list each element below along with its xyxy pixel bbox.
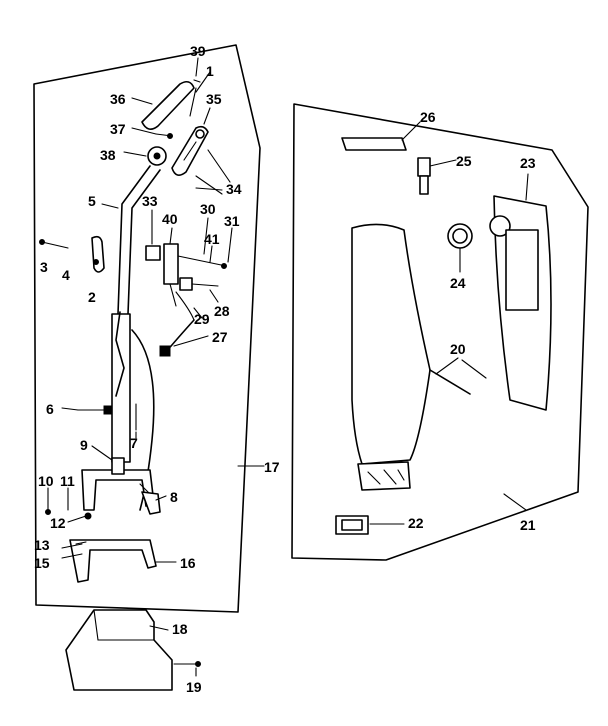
- leader-lines: [61, 57, 529, 677]
- motor-hood-18: [65, 609, 173, 691]
- hinge-8: [141, 491, 161, 515]
- bag-collar-25: [417, 157, 431, 195]
- label-27: 27: [212, 329, 228, 345]
- label-31: 31: [224, 213, 240, 229]
- screw-19: [173, 661, 201, 667]
- label-5: 5: [88, 193, 96, 209]
- label-23: 23: [520, 155, 536, 171]
- label-8: 8: [170, 489, 178, 505]
- label-15: 15: [34, 555, 50, 571]
- handle-assembly-boundary: [33, 44, 261, 613]
- knob-38: [147, 146, 167, 166]
- spring-34: [195, 149, 231, 195]
- label-39: 39: [190, 43, 206, 59]
- bag-panel-23: [489, 195, 552, 411]
- screw-37: [155, 133, 173, 139]
- filter-22: [335, 515, 369, 535]
- label-19: 19: [186, 679, 202, 695]
- label-40: 40: [162, 211, 178, 227]
- label-34: 34: [226, 181, 242, 197]
- cord-plug-27: [159, 319, 195, 357]
- gasket-24: [447, 223, 473, 249]
- label-12: 12: [50, 515, 66, 531]
- outer-bag-20: [351, 223, 471, 491]
- label-24: 24: [450, 275, 466, 291]
- label-4: 4: [62, 267, 70, 283]
- bag-assembly-boundary: [291, 103, 589, 561]
- label-38: 38: [100, 147, 116, 163]
- handle-grip-36: [141, 80, 195, 130]
- label-3: 3: [40, 259, 48, 275]
- label-28: 28: [214, 303, 230, 319]
- label-36: 36: [110, 91, 126, 107]
- screw-6-7: [77, 403, 137, 431]
- bag-clip-26: [341, 137, 407, 151]
- label-18: 18: [172, 621, 188, 637]
- label-1: 1: [206, 63, 214, 79]
- label-10: 10: [38, 473, 54, 489]
- label-26: 26: [420, 109, 436, 125]
- label-13: 13: [34, 537, 50, 553]
- upper-handle-tube-5: [117, 165, 161, 315]
- label-17: 17: [264, 459, 280, 475]
- label-7: 7: [130, 435, 138, 451]
- label-30: 30: [200, 201, 216, 217]
- label-6: 6: [46, 401, 54, 417]
- handle-grip-35: [171, 125, 209, 176]
- screws-10-11-12: [45, 487, 92, 520]
- label-2: 2: [88, 289, 96, 305]
- label-41: 41: [204, 231, 220, 247]
- screw-1: [189, 79, 201, 117]
- lower-handle-tube: [111, 311, 155, 511]
- label-22: 22: [408, 515, 424, 531]
- bail-assembly-13-16: [61, 539, 157, 583]
- label-25: 25: [456, 153, 472, 169]
- label-9: 9: [80, 437, 88, 453]
- switch-28-29: [175, 277, 219, 321]
- label-16: 16: [180, 555, 196, 571]
- label-11: 11: [60, 473, 75, 489]
- bracket-33-40: [145, 243, 227, 307]
- label-20: 20: [450, 341, 466, 357]
- cord-hook-2: [91, 235, 105, 273]
- label-37: 37: [110, 121, 126, 137]
- screw-3: [39, 239, 69, 249]
- label-29: 29: [194, 311, 210, 327]
- label-21: 21: [520, 517, 536, 533]
- label-33: 33: [142, 193, 158, 209]
- label-35: 35: [206, 91, 222, 107]
